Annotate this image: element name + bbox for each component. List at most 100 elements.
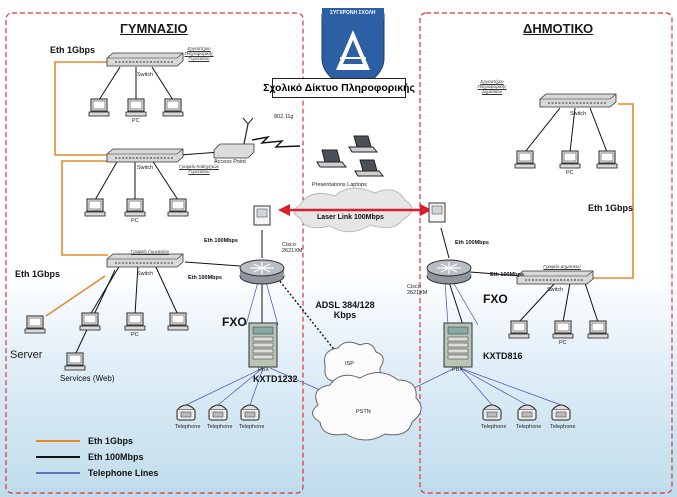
eth1g-right [593,103,634,279]
pc-icon [596,150,618,169]
pstn-label: PSTN [356,409,371,415]
right-zone-border [419,12,673,494]
left-zone-border [5,12,304,494]
wireless-link-icon [251,135,301,148]
laser-link [278,187,432,233]
server-label: Server [10,349,43,361]
switch-teachers-gymnasio [106,148,184,163]
pc-icon [508,320,530,339]
eth100-label: Eth 100Mbps [455,240,489,246]
logo-text: ΣΥΓΧΡΟΝΗ ΣΧΟΛΗ [330,10,376,16]
router-cisco-left-icon [239,259,285,285]
pc-icon [559,150,581,169]
pc-label: PC [559,340,567,346]
pc-icon [79,312,101,331]
switch-label: Switch [137,271,154,277]
cisco-right-label: Cisco 2621XM [407,284,428,296]
pc-label: PC [131,332,139,338]
telephone-icon [482,404,502,421]
pbx-label: PBX [452,367,464,373]
eth1g-left-mid [61,160,108,256]
services-label: Services (Web) [60,374,115,383]
legend-eth1g-label: Eth 1Gbps [88,436,134,446]
left-zone-title: ΓΥΜΝΑΣΙΟ [120,21,188,36]
fxo-left-label: FXO [222,315,247,329]
kxtd-left-label: KXTD1232 [253,374,298,384]
telephone-icon [176,404,196,421]
teachers-gymnasio-label: Γραφείο Καθηγητών Γυμνασίου [179,164,219,174]
pc-icon [514,150,536,169]
pc-icon [167,312,189,331]
telephone-label: Telephone [207,424,233,430]
pc-icon [88,98,110,117]
adsl-label: ADSL 384/128 Kbps [315,300,375,321]
pc-icon [124,312,146,331]
pbx-left-icon [248,322,278,368]
switch-label: Switch [570,111,587,117]
pc-label: PC [132,118,140,124]
school-logo [321,8,385,91]
pc-icon [167,198,189,217]
eth1g-label: Eth 1Gbps [15,269,61,279]
telephone-lines [185,281,562,406]
eth1g-server [45,275,106,317]
telephone-icon [240,404,260,421]
access-point-icon [213,117,255,159]
switch-lab-dimotiko [539,93,617,108]
telephone-label: Telephone [239,424,265,430]
isp-label: ISP [345,361,354,367]
services-pc-icon [64,352,86,371]
telephone-label: Telephone [481,424,507,430]
pc-icon [125,98,147,117]
eth100-label: Eth 100Mbps [204,238,238,244]
legend-telephone-label: Telephone Lines [88,468,159,478]
pc-label: PC [131,218,139,224]
office-dimotiko-label: Γραφείο Δημοτικού [543,264,581,269]
access-point-label: Access Point [214,159,246,165]
right-zone-title: ΔΗΜΟΤΙΚΟ [523,21,594,36]
laser-device-left-icon [253,205,271,226]
telephone-label: Telephone [175,424,201,430]
pc-label: PC [566,170,574,176]
telephone-label: Telephone [516,424,542,430]
laptops-label: Presentations Laptops [312,182,367,188]
telephone-icon [551,404,571,421]
fxo-right-label: FXO [483,292,508,306]
pc-icon [552,320,574,339]
laser-device-right-icon [428,202,446,223]
pc-icon [124,198,146,217]
switch-label: Switch [137,72,154,78]
pstn-cloud [312,372,422,441]
telephone-label: Telephone [550,424,576,430]
eth1g-links [45,61,634,317]
switch-office-gymnasio [106,253,184,268]
wifi-label: 802.11g [274,114,294,120]
kxtd-right-label: KXTD816 [483,351,523,361]
eth1g-label: Eth 1Gbps [588,203,634,213]
cisco-left-label: Cisco 2621XM [282,242,303,254]
office-gymnasio-label: Γραφείο Γυμνασίου [130,249,170,254]
laser-link-label: Laser Link 100Mbps [317,214,384,221]
lab-dimotiko-label: Εργαστήριο Πληροφορικής Δημοτικού [477,79,507,94]
network-title-banner: Σχολικό Δίκτυο Πληροφορικής [263,78,415,98]
legend-swatches [36,440,80,474]
pbx-right-icon [443,322,473,368]
telephone-icon [208,404,228,421]
pbx-label: PBX [258,367,270,373]
lab-gymnasio-label: Εργαστήριο Πληροφορικής Γυμνασίου [184,46,214,61]
server-pc-icon [24,315,46,334]
pc-icon [587,320,609,339]
eth1g-label: Eth 1Gbps [50,45,96,55]
switch-office-dimotiko [516,270,594,285]
switch-label: Switch [137,165,154,171]
eth1g-left-top [54,61,110,156]
laptop-icons [316,135,385,177]
adsl-link [274,274,341,358]
router-cisco-right-icon [426,259,472,285]
legend-eth100-label: Eth 100Mbps [88,452,144,462]
switch-lab-gymnasio [106,52,184,67]
eth100-label: Eth 100Mbps [490,272,524,278]
pc-icon [84,198,106,217]
